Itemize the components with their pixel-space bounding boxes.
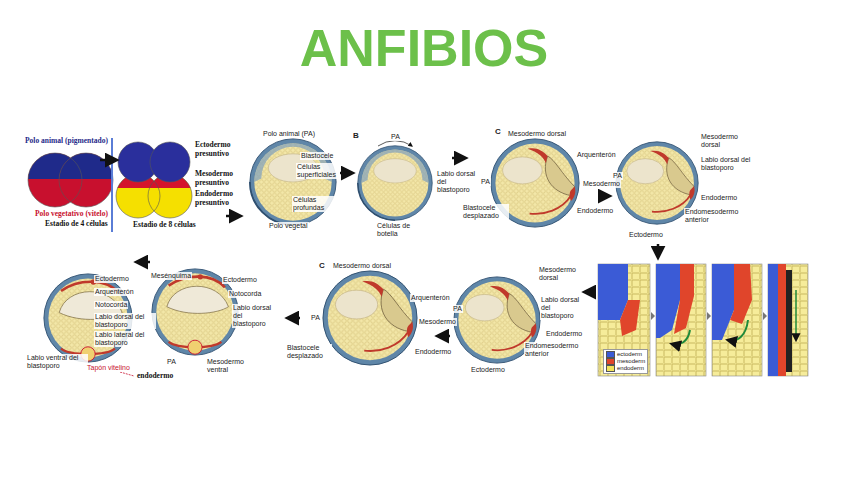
part-label: Ectodermo presuntivo [194, 141, 248, 158]
part-label: C [318, 262, 326, 270]
part-label: Blastocele desplazado [462, 204, 509, 220]
part-label: Mesodermo [582, 180, 621, 188]
part-label: Mesodermo dorsal [700, 133, 742, 149]
diagram-title: ANFIBIOS [0, 18, 848, 78]
part-label: Polo animal (PA) [262, 130, 316, 138]
part-label: Mesodermo dorsal [332, 262, 392, 270]
part-label: Mesodermo presuntivo [194, 170, 248, 187]
part-label: endodermo [136, 372, 174, 381]
part-label: Labio dorsal del blastoporo [436, 170, 478, 194]
legend-box: ectodermmesodermendoderm [603, 349, 648, 374]
part-label: Tapón vitelino [86, 364, 131, 372]
part-label: Notocorda [228, 290, 262, 298]
part-label: Labio lateral del blastoporo [94, 331, 156, 347]
legend-row: ectoderm [606, 351, 645, 358]
part-label: Endomesodermo anterior [684, 208, 742, 224]
legend-swatch [606, 365, 615, 372]
part-label: Labio dorsal del blastoporo [700, 156, 758, 172]
part-label: PA [612, 172, 623, 180]
part-label: Mesodermo ventral [206, 358, 250, 374]
legend-row: mesoderm [606, 358, 645, 365]
part-label: Endomesodermo anterior [524, 342, 582, 358]
part-label: Endodermo [545, 330, 583, 338]
part-label: Blastocele [300, 152, 334, 160]
part-label: Mesodermo dorsal [507, 130, 567, 138]
legend-row: endoderm [606, 365, 645, 372]
part-label: Polo vegetativo (vitelo) [34, 210, 109, 219]
part-label: PA [310, 314, 321, 322]
part-label: Polo animal (pigmentado) [24, 137, 109, 146]
part-label: Arquenterón [94, 288, 135, 296]
part-label: Ectodermo [222, 276, 258, 284]
part-label: Ectodermo [628, 231, 664, 239]
part-label: Mesodermo [418, 318, 457, 326]
part-label: Endodermo [700, 194, 738, 202]
part-label: Células de botella [376, 222, 422, 238]
part-label: PA [166, 358, 177, 366]
part-label: C [494, 128, 502, 136]
legend-swatch [606, 351, 615, 358]
part-label: Células superficiales [296, 163, 338, 179]
legend-swatch [606, 358, 615, 365]
part-label: Endodermo presuntivo [194, 190, 248, 207]
part-label: Labio dorsal del blastoporo [94, 313, 156, 329]
legend-text: mesoderm [617, 358, 645, 365]
part-label: Endodermo [576, 207, 614, 215]
part-label: PA [390, 133, 401, 141]
part-label: Notocorda [94, 301, 128, 309]
part-label: Mesénquima [150, 272, 192, 280]
legend-text: ectoderm [617, 351, 642, 358]
part-label: B [352, 132, 360, 140]
legend-text: endoderm [617, 365, 644, 372]
part-label: Endodermo [414, 348, 452, 356]
part-label: Labio ventral del blastoporo [26, 354, 88, 370]
part-label: Mesodermo dorsal [538, 266, 580, 282]
part-label: PA [480, 178, 491, 186]
part-label: Labio dorsal del blastoporo [540, 296, 582, 320]
part-label: Estadio de 4 células [44, 220, 109, 229]
part-label: Arquenterón [410, 294, 451, 302]
part-label: Ectodermo [470, 366, 506, 374]
part-label: Ectodermo [94, 275, 130, 283]
part-label: Polo vegetal [268, 222, 309, 230]
part-label: Células profundas [292, 196, 334, 212]
part-label: Arquenterón [576, 151, 617, 159]
part-label: Estadio de 8 células [132, 221, 197, 230]
part-label: Labio dorsal del blastoporo [232, 304, 274, 328]
part-label: PA [452, 305, 463, 313]
part-label: Blastocele desplazado [286, 344, 332, 360]
